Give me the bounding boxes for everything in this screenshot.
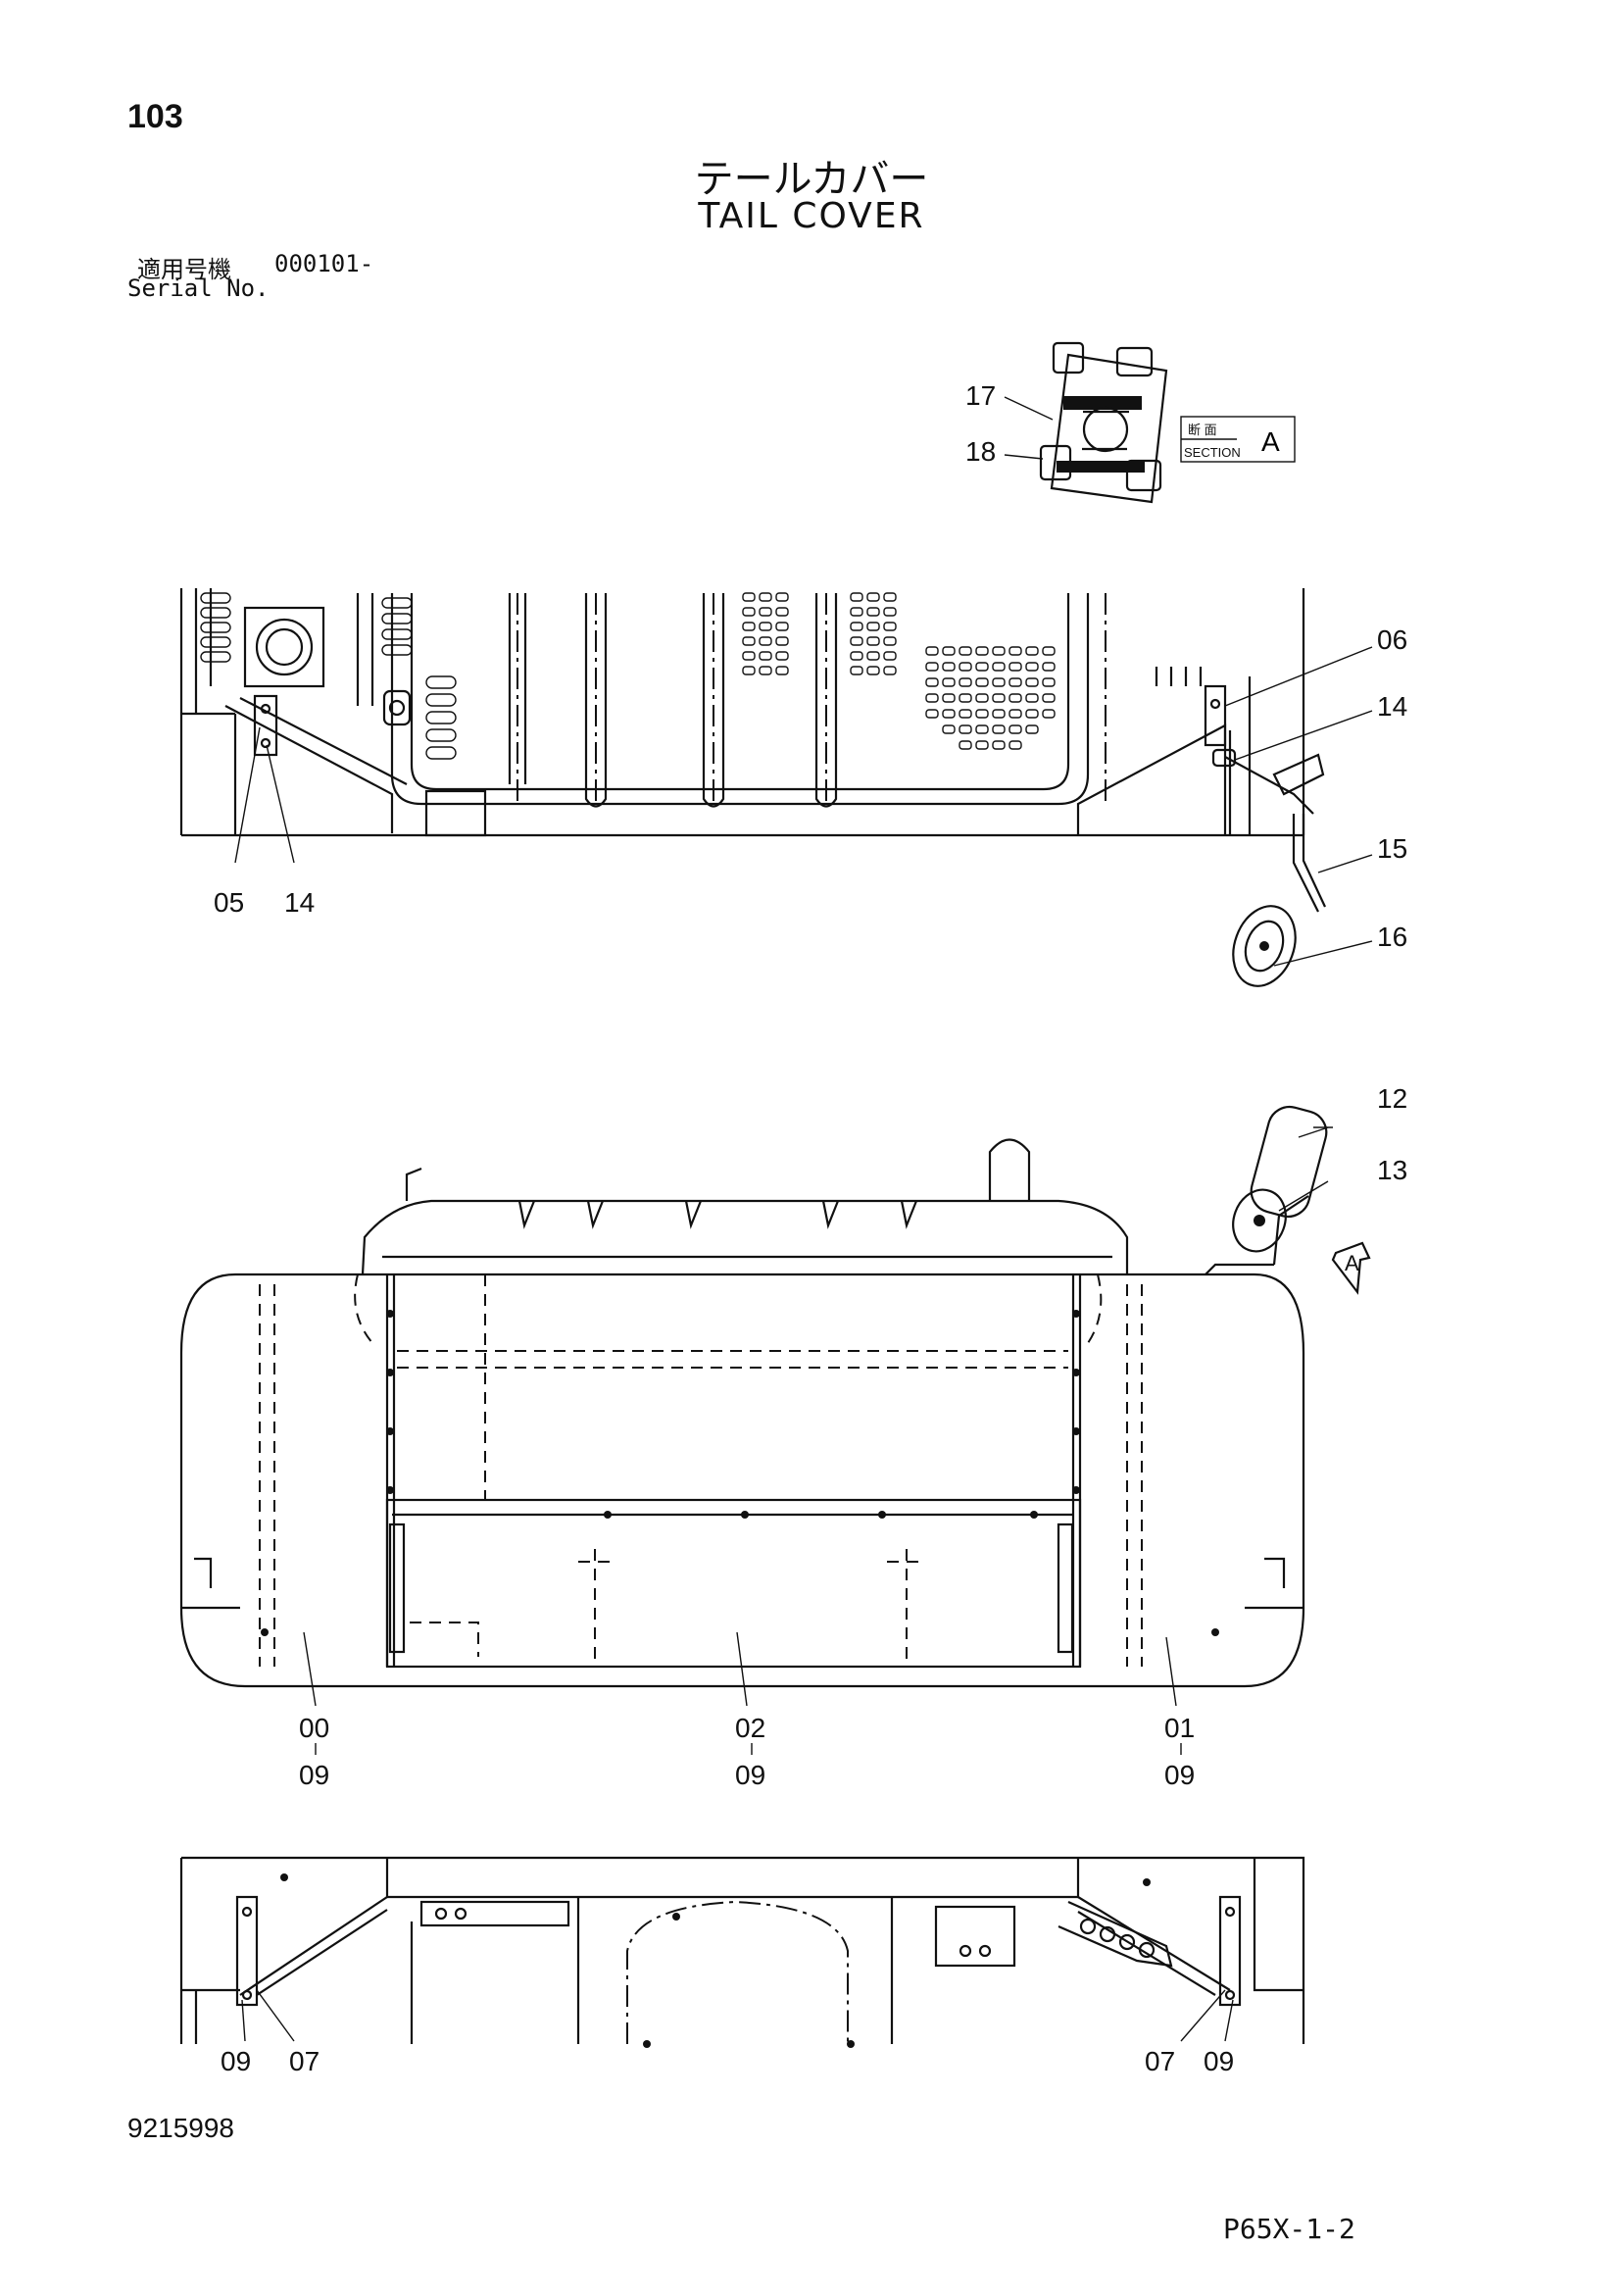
callout-07-bottom-left: 07 — [289, 2046, 320, 2076]
page-number: 103 — [127, 98, 183, 135]
section-a-detail — [1004, 341, 1168, 504]
section-label-english: SECTION — [1184, 445, 1241, 460]
callout-14-upper-right: 14 — [1377, 691, 1407, 722]
serial-label-english: Serial No. — [127, 275, 270, 302]
callout-14-upper-left: 14 — [284, 887, 315, 918]
upper-rear-view — [179, 588, 1373, 987]
serial-label-japanese: 適用号機 — [137, 256, 231, 283]
callout-02-sub-09: 09 — [735, 1760, 765, 1790]
callout-12: 12 — [1377, 1083, 1407, 1114]
page-title-japanese: テールカバー — [694, 158, 929, 201]
callout-09-bottom-right: 09 — [1204, 2046, 1234, 2076]
callout-09-bottom-left: 09 — [221, 2046, 251, 2076]
page-code: P65X-1-2 — [1223, 2213, 1355, 2245]
callout-01-sub-09: 09 — [1164, 1760, 1195, 1790]
callout-17: 17 — [965, 380, 996, 411]
serial-value: 000101- — [274, 250, 374, 277]
callout-13: 13 — [1377, 1155, 1407, 1185]
callout-15: 15 — [1377, 833, 1407, 864]
page-title-english: TAIL COVER — [698, 196, 925, 236]
vent-grid-left — [742, 592, 789, 675]
middle-plan-view — [179, 1105, 1371, 1755]
vent-grid-right — [925, 646, 1056, 750]
callout-00: 00 — [299, 1713, 329, 1743]
section-arrow-letter: A — [1345, 1251, 1359, 1275]
drawing-number: 9215998 — [127, 2113, 235, 2143]
callout-02: 02 — [735, 1713, 765, 1743]
callout-05: 05 — [214, 887, 244, 918]
callout-16: 16 — [1377, 922, 1407, 952]
section-a-box: 断 面 SECTION A — [1180, 416, 1296, 463]
callout-07-bottom-right: 07 — [1145, 2046, 1175, 2076]
callout-18: 18 — [965, 436, 996, 467]
callout-06: 06 — [1377, 624, 1407, 655]
callout-00-sub-09: 09 — [299, 1760, 329, 1790]
section-label-japanese: 断 面 — [1188, 423, 1217, 437]
section-letter: A — [1261, 426, 1280, 457]
callout-01: 01 — [1164, 1713, 1195, 1743]
bottom-side-view — [179, 1856, 1305, 2048]
vent-grid-center — [850, 592, 897, 675]
